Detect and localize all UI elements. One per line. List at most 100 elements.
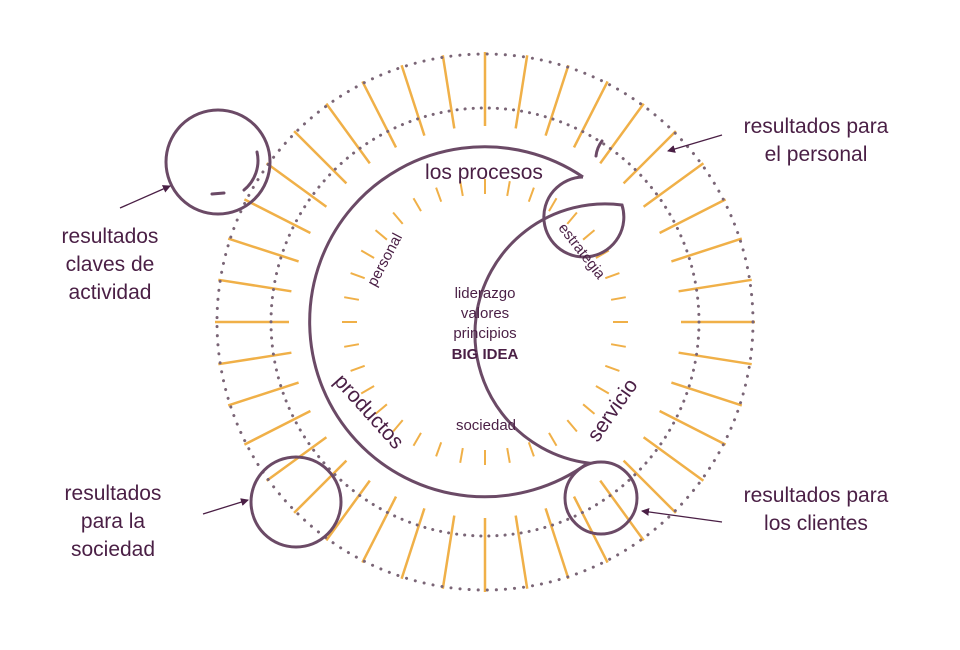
outer-dotted-ring (215, 52, 755, 592)
ring-products: productos (329, 370, 408, 454)
inner-ray (374, 403, 388, 415)
outer-ray-group (215, 52, 755, 592)
inner-ray-group (342, 179, 628, 465)
outer-ray (265, 162, 328, 208)
label-society-results: resultados para la sociedad (65, 482, 162, 561)
outer-ray (678, 278, 752, 293)
middle-dotted-ring (269, 106, 701, 538)
outer-ray (293, 459, 348, 514)
inner-ray (459, 447, 464, 463)
outer-ray (243, 198, 311, 235)
label-activity-line2: claves de (66, 253, 155, 276)
outer-ray (361, 496, 398, 564)
outer-ray (400, 508, 426, 580)
inner-ray (610, 343, 626, 348)
inner-ray (392, 419, 404, 433)
inner-ray (548, 197, 558, 212)
inner-ray (506, 447, 511, 463)
activity-results-circle (164, 108, 272, 216)
outer-ray (671, 237, 743, 263)
inner-ray (506, 181, 511, 197)
label-personnel-line1: resultados para (744, 115, 889, 138)
outer-ray (659, 198, 727, 235)
outer-ray (293, 130, 348, 185)
inner-society: sociedad (456, 417, 516, 434)
inner-ray (459, 181, 464, 197)
outer-ray (622, 459, 677, 514)
personnel-arrow (667, 134, 723, 153)
label-clients-line1: resultados para (744, 484, 889, 507)
outer-ray (599, 479, 645, 542)
label-society-line3: sociedad (71, 538, 155, 561)
inner-ray (566, 419, 578, 433)
outer-ray (325, 479, 371, 542)
outer-ray (227, 237, 299, 263)
outer-ray (218, 278, 292, 293)
outer-ray (671, 381, 743, 407)
label-clients-results: resultados para los clientes (744, 484, 889, 535)
outer-ray (514, 55, 529, 129)
inner-ray (360, 249, 375, 259)
label-personnel-results: resultados para el personal (744, 115, 889, 166)
main-circle-outline (308, 145, 626, 499)
activity-circle-accent-dash (210, 191, 226, 196)
outer-ray (441, 55, 456, 129)
inner-ray (435, 187, 443, 203)
inner-ray (527, 441, 535, 457)
inner-ray (344, 296, 360, 301)
inner-ray (374, 229, 388, 241)
label-society-line1: resultados (65, 482, 162, 505)
inner-ray (344, 343, 360, 348)
outer-ray (544, 508, 570, 580)
outer-ray (678, 351, 752, 366)
society-arrow (202, 498, 249, 515)
center-big-idea: BIG IDEA (452, 346, 519, 363)
label-society-line2: para la (81, 510, 146, 533)
activity-arrow (119, 185, 171, 209)
inner-ray (548, 432, 558, 447)
center-values: valores (461, 305, 509, 322)
outer-ray (441, 515, 456, 589)
inner-ray (350, 364, 366, 372)
society-results-circle (249, 455, 343, 549)
inner-ray (582, 229, 596, 241)
label-personnel-line2: el personal (765, 143, 868, 166)
outer-ray (544, 64, 570, 136)
outer-ray (227, 381, 299, 407)
outer-ray (265, 436, 328, 482)
outer-ray (599, 102, 645, 165)
inner-ray (412, 197, 422, 212)
inner-ray (435, 441, 443, 457)
inner-ray (595, 385, 610, 395)
personnel-circle-accent (594, 139, 604, 158)
outer-ray (642, 436, 705, 482)
inner-ray (392, 211, 404, 225)
center-leadership: liderazgo (455, 285, 516, 302)
inner-ray (412, 432, 422, 447)
ring-service: servicio (583, 375, 643, 447)
inner-ray (604, 364, 620, 372)
inner-ray (566, 211, 578, 225)
outer-ray (218, 351, 292, 366)
outer-ray (400, 64, 426, 136)
center-principles: principios (453, 325, 516, 342)
outer-ray (572, 80, 609, 148)
label-activity-results: resultados claves de actividad (62, 225, 159, 304)
label-clients-line2: los clientes (764, 512, 868, 535)
clients-arrow (641, 507, 723, 523)
activity-circle-accent-arc (242, 150, 260, 192)
outer-ray (243, 409, 311, 446)
outer-ray (622, 130, 677, 185)
inner-ray (610, 296, 626, 301)
inner-ray (582, 403, 596, 415)
outer-ray (572, 496, 609, 564)
ring-processes: los procesos (425, 161, 543, 184)
clients-results-circle (563, 460, 639, 536)
outer-ray (642, 162, 705, 208)
outer-ray (514, 515, 529, 589)
inner-ray (527, 187, 535, 203)
inner-ray (350, 272, 366, 280)
outer-ray (325, 102, 371, 165)
inner-ray (604, 272, 620, 280)
